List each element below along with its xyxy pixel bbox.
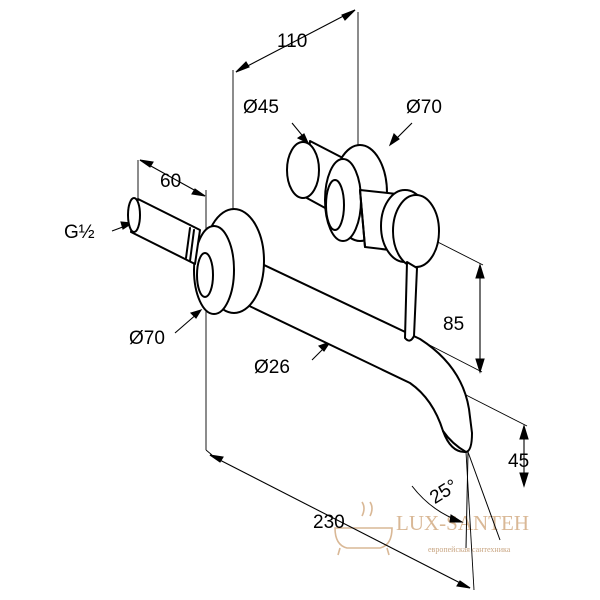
angle-marks (411, 451, 501, 549)
watermark: LUX-SANTEH европейская сантехника (334, 501, 529, 556)
dim-outlet-drop-label: 45 (508, 451, 529, 472)
dim-pipe-length-label: 60 (160, 171, 181, 192)
dim-handle-diameter-label: Ø70 (406, 97, 442, 118)
dim-angle-label: 25° (426, 476, 461, 509)
dim-inlet-diameter-label: Ø45 (243, 97, 279, 118)
faucet-body (127, 140, 473, 454)
dim-handle-height-label: 85 (443, 314, 464, 335)
leader-lines (111, 122, 413, 361)
spout-rosette (193, 208, 265, 315)
watermark-tagline: европейская сантехника (428, 545, 511, 554)
dim-projection-label: 230 (313, 512, 345, 533)
dim-thread-label: G½ (64, 222, 95, 243)
dim-spout-diameter-label: Ø26 (254, 357, 290, 378)
dim-width-top-label: 110 (277, 31, 307, 52)
mixer-handle (359, 189, 440, 268)
dim-rosette-diameter-label: Ø70 (129, 328, 165, 349)
watermark-brand: LUX-SANTEH (396, 511, 529, 535)
inlet-pipe (127, 197, 201, 265)
mixer-lever (404, 261, 418, 342)
dimension-lines (139, 9, 529, 589)
watermark-bathtub-icon (334, 501, 393, 556)
